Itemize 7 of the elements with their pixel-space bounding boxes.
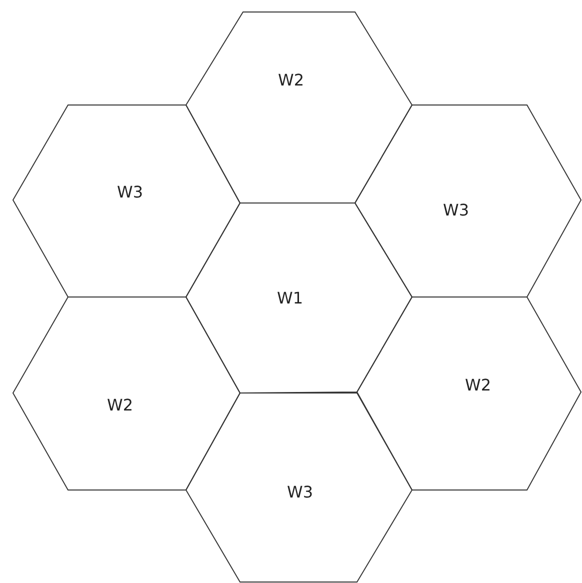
cell-label: W2	[465, 376, 491, 394]
cell-label: W3	[443, 200, 469, 220]
cell-label: W1	[277, 288, 303, 308]
cell-label: W3	[117, 182, 143, 202]
cell-label: W2	[278, 70, 304, 90]
cell-label: W3	[287, 482, 313, 502]
cell-label: W2	[107, 396, 133, 414]
